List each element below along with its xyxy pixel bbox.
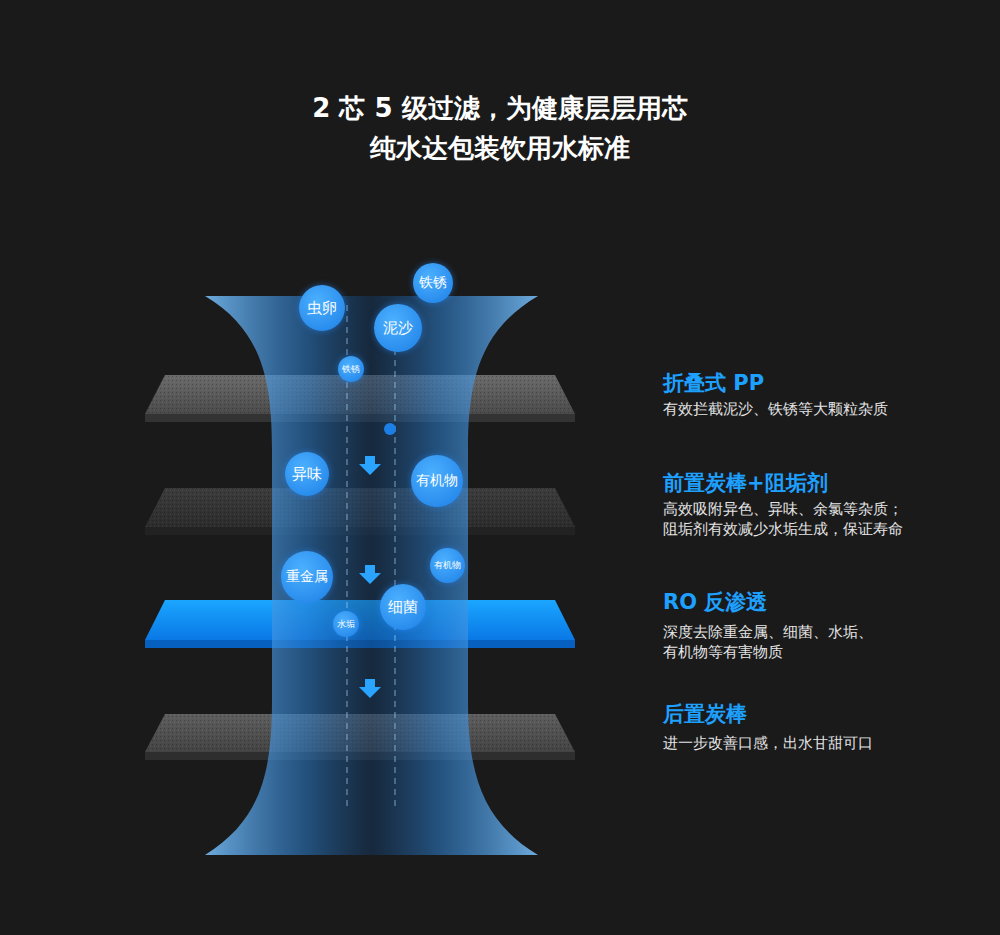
flow-arrow xyxy=(359,456,381,698)
stage-heading: 后置炭棒 xyxy=(663,700,747,728)
particle-bubble: 铁锈 xyxy=(413,263,453,303)
particle-bubble: 细菌 xyxy=(380,584,426,630)
bubble-label: 水垢 xyxy=(337,618,355,631)
bubble-label: 异味 xyxy=(292,465,322,484)
stage-heading: 折叠式 PP xyxy=(663,369,764,397)
particle-bubble: 铁锈 xyxy=(338,356,364,382)
bubble-label: 铁锈 xyxy=(419,274,447,292)
bubble-label: 有机物 xyxy=(416,472,458,490)
particle-bubble: 有机物 xyxy=(430,548,465,583)
bubble-label: 有机物 xyxy=(434,559,461,572)
stage-description: 深度去除重金属、细菌、水垢、 有机物等有害物质 xyxy=(663,622,883,662)
title: 2 芯 5 级过滤，为健康层层用芯 纯水达包装饮用水标准 xyxy=(311,88,689,168)
stage-description: 高效吸附异色、异味、余氯等杂质； 阻垢剂有效减少水垢生成，保证寿命 xyxy=(663,499,913,539)
stage-description: 进一步改善口感，出水甘甜可口 xyxy=(663,733,873,753)
water-funnel xyxy=(205,296,538,855)
particle-dot xyxy=(384,423,396,435)
bubble-label: 重金属 xyxy=(286,568,328,586)
bubble-label: 虫卵 xyxy=(307,299,337,318)
bubble-label: 铁锈 xyxy=(342,363,360,376)
particle-bubble: 水垢 xyxy=(333,611,359,637)
stage-heading: 前置炭棒+阻垢剂 xyxy=(663,469,828,497)
bubble-label: 细菌 xyxy=(388,598,418,617)
particle-bubble: 泥沙 xyxy=(374,304,422,352)
particle-bubble: 有机物 xyxy=(411,455,463,507)
particle-bubble: 异味 xyxy=(285,452,329,496)
bubble-label: 泥沙 xyxy=(383,319,413,338)
stage-description: 有效拦截泥沙、铁锈等大颗粒杂质 xyxy=(663,399,888,419)
particle-bubble: 重金属 xyxy=(281,551,333,603)
stage-heading: RO 反渗透 xyxy=(663,588,767,616)
particle-bubble: 虫卵 xyxy=(299,285,345,331)
